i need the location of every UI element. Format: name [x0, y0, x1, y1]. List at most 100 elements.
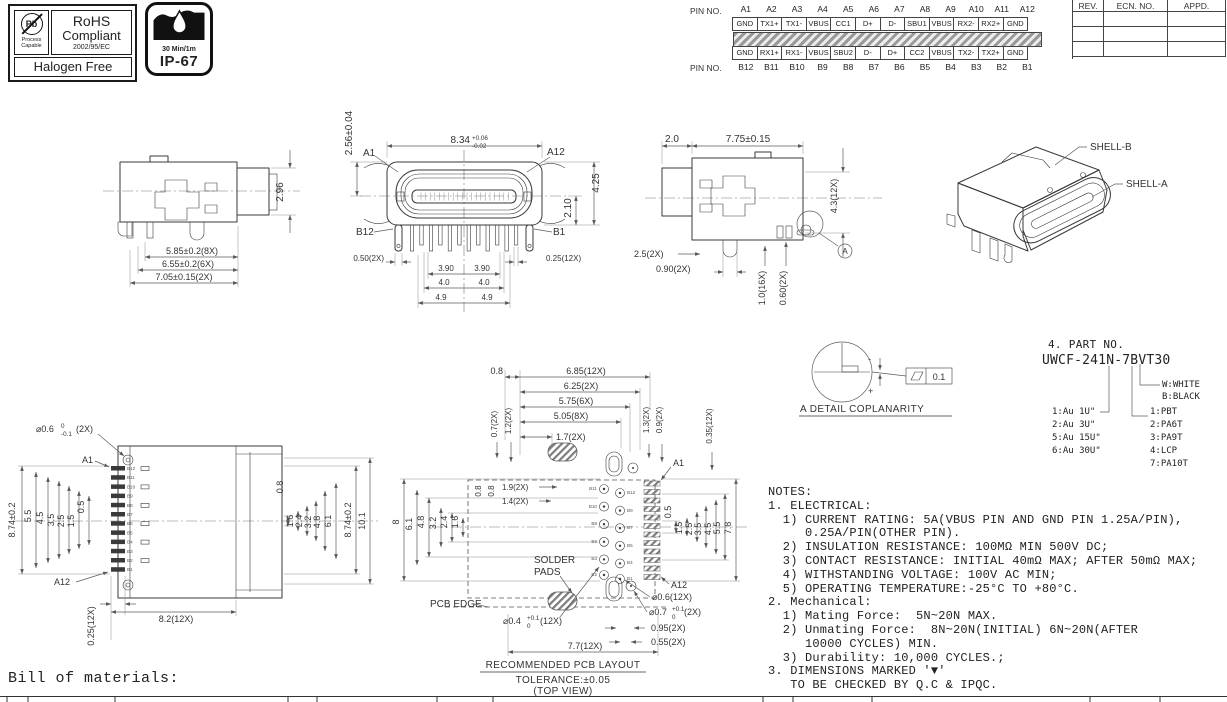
- dim-label: 0.50(2X): [353, 254, 384, 263]
- dim-label: 0.8: [474, 485, 483, 497]
- pin-signal-cell: CC1: [830, 17, 856, 31]
- smt-pads: [111, 466, 125, 572]
- rev-cell: [1104, 27, 1168, 42]
- dim-label: 5.75(6X): [559, 396, 594, 406]
- dim-label: 8.2(12X): [159, 614, 194, 624]
- part-no-title: 4. PART NO.: [1048, 338, 1125, 351]
- svg-text:B6: B6: [127, 521, 133, 526]
- plating-option: 6:Au 30U": [1052, 446, 1101, 456]
- dim-label: 2.5: [684, 523, 694, 536]
- rev-cell: [1073, 42, 1104, 57]
- svg-text:B1: B1: [127, 567, 133, 572]
- pin-signal-cell: CC2: [904, 46, 930, 60]
- material-option: 7:PA10T: [1150, 459, 1188, 469]
- svg-text:B10: B10: [127, 484, 136, 489]
- note-line: 2) INSULATION RESISTANCE: 100MΩ MIN 500V…: [768, 540, 1109, 555]
- appd-header: APPD.: [1168, 0, 1226, 12]
- bill-of-materials-label: Bill of materials:: [8, 670, 180, 687]
- svg-text:B1: B1: [627, 576, 633, 581]
- plating-option: 2:Au 3U": [1052, 420, 1096, 430]
- pin-signal-cell: GND: [732, 46, 758, 60]
- dim-label: 1.5: [66, 515, 76, 528]
- dim-label: 1.9(2X): [502, 483, 529, 492]
- note-line: 1) CURRENT RATING: 5A(VBUS PIN AND GND P…: [768, 512, 1183, 527]
- dim-label: 4.8: [416, 516, 426, 529]
- dim-label: 4.0: [438, 278, 450, 287]
- dim-label: 4.8: [312, 516, 322, 529]
- dim-label: 7.05±0.15(2X): [156, 272, 213, 282]
- dim-label: 6.85(12X): [566, 366, 606, 376]
- hole-tol-up: 0: [61, 423, 65, 430]
- note-line: 10000 CYCLES) MIN.: [768, 636, 939, 651]
- svg-text:B12: B12: [627, 490, 636, 495]
- pin-number: A11: [994, 4, 1009, 14]
- pin-signal-cell: VBUS: [928, 46, 955, 60]
- svg-text:B5: B5: [127, 530, 133, 535]
- dim-label: 5.85±0.2(8X): [166, 246, 218, 256]
- footprint-mid-pin-labels: B11 B12 B10 B9 B8 B7 B6 B5 B3 B4 B2 B1: [589, 486, 636, 581]
- dim-label: 0.5: [663, 506, 673, 519]
- dim-label: 4.25: [591, 173, 602, 193]
- pin-number: A3: [791, 4, 803, 14]
- dim-label: 0.95(2X): [651, 623, 686, 633]
- dim-label: 4.5: [35, 512, 45, 525]
- pcb-edge-label: PCB EDGE: [430, 599, 482, 610]
- front-pins: [409, 224, 519, 252]
- dim-label: 5.5: [712, 522, 722, 535]
- rohs-subtitle: Compliant: [62, 28, 121, 43]
- svg-text:B11: B11: [589, 486, 597, 491]
- pin-signal-cell: TX2+: [977, 46, 1004, 60]
- dim-label: 8.74±0.2: [7, 503, 17, 538]
- dim-label: 6.55±0.2(6X): [162, 259, 214, 269]
- pin-signal-cell: GND: [1002, 17, 1029, 31]
- pin-signal-cell: TX1+: [756, 17, 783, 31]
- svg-text:B7: B7: [127, 512, 133, 517]
- svg-text:B10: B10: [589, 504, 598, 509]
- pin-callout: A12: [547, 147, 565, 158]
- material-option: 1:PBT: [1150, 407, 1178, 417]
- hole-count: (12X): [540, 616, 562, 626]
- dim-label: 3.2: [428, 517, 438, 530]
- hole-callout: ⌀0.4: [503, 616, 521, 626]
- rohs-directive: 2002/95/EC: [73, 44, 110, 51]
- dim-label: 2.4: [439, 516, 449, 529]
- color-option: W:WHITE: [1162, 380, 1200, 390]
- plating-options: 1:Au 1U"2:Au 3U"5:Au 15U"6:Au 30U": [1052, 406, 1101, 458]
- dim-label: 6.1: [323, 515, 333, 528]
- pin-callout: B12: [356, 227, 374, 238]
- pin-signal-cell: VBUS: [928, 17, 955, 31]
- hole-count: (2X): [76, 424, 93, 434]
- pin-number: B3: [970, 62, 982, 72]
- svg-text:B8: B8: [591, 521, 597, 526]
- pin-number: B11: [764, 62, 779, 72]
- dim-label: 10.1: [357, 512, 367, 530]
- solder-pads-label: SOLDER: [534, 555, 575, 566]
- hole-tol-up: +0.1: [527, 615, 540, 622]
- rev-cell: [1073, 27, 1104, 42]
- dim-label: 8: [391, 519, 401, 524]
- pin-number: B2: [996, 62, 1007, 72]
- pin-no-label-top: PIN NO.: [690, 6, 722, 16]
- dim-label: 0.55(2X): [651, 637, 686, 647]
- dim-label: 0.8: [490, 366, 503, 376]
- rohs-title: RoHS: [72, 13, 111, 29]
- dim-label: 4.0: [478, 278, 490, 287]
- pin-number: B10: [789, 62, 805, 72]
- coplanarity-plus: +: [868, 386, 873, 396]
- dim-label: 0.7(2X): [490, 411, 499, 438]
- flatness-tolerance: 0.1: [933, 372, 946, 382]
- dim-label: 0.35(12X): [705, 408, 714, 443]
- dim-label: 0.25(12X): [86, 606, 96, 646]
- dim-label: 0.90(2X): [656, 264, 691, 274]
- dim-label: 3.90: [474, 264, 490, 273]
- pin-number: B4: [945, 62, 956, 72]
- svg-text:B4: B4: [627, 560, 633, 565]
- dim-label: 3.90: [438, 264, 454, 273]
- ip-rating: IP-67: [159, 53, 199, 70]
- rev-cell: [1168, 27, 1226, 42]
- waterproof-icon: [153, 9, 205, 41]
